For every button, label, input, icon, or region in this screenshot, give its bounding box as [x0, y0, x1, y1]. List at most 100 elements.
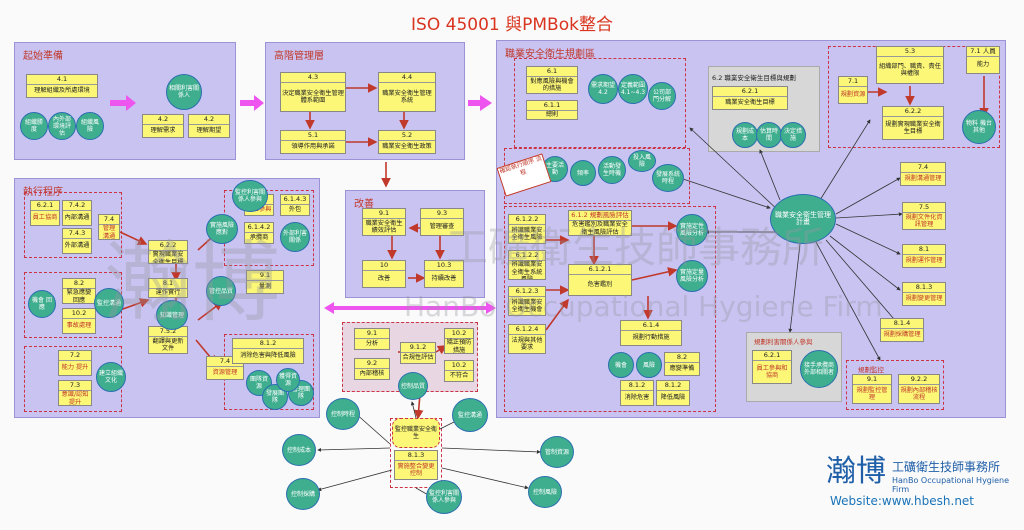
website-link[interactable]: Website:www.hbesh.net [830, 494, 975, 508]
company-logo: 瀚博 工礦衛生技師事務所 HanBo Occupational Hygiene … [826, 454, 1016, 494]
circle-main-plan: 職業安全衛生管理計畫 [770, 194, 836, 244]
circle-risk-response: 實施風險應對 [206, 214, 238, 244]
circle-cost: 規劃成本 [732, 122, 758, 148]
stakeholder-title: 規劃利害關係人參與 [754, 338, 813, 346]
panel-initiating-title: 起始準備 [23, 51, 63, 62]
circle-acquire: 獲得資源 [276, 368, 300, 392]
circle-monitor-participation: 監控利害關係人參與 [426, 480, 462, 514]
circle-risk: 組織風險 [76, 112, 104, 140]
circle-knowledge: 知識管理 [156, 300, 188, 330]
diagram-title: ISO 45001 與PMBok整合 [411, 15, 613, 35]
panel-improvement-title: 改善 [354, 199, 374, 210]
circle-quality: 管控品質 [206, 276, 236, 306]
panel-executive-title: 高階管理層 [274, 51, 324, 62]
circle-dept: 公司部門分解 [648, 82, 676, 110]
circle-qualitative: 實施定性風險分析 [676, 214, 708, 246]
dash-monitor [846, 360, 944, 410]
circle-input-risk: 投入風險 [628, 150, 656, 172]
circle-quantitative: 實施定量風險分析 [676, 260, 708, 292]
dash-risk-opp [514, 58, 686, 148]
dash-exec-left [24, 192, 122, 258]
circle-opportunity-response: 機會 回應 [28, 290, 56, 318]
circle-scope: 定義範圍 4.1~4.3 [618, 74, 648, 104]
logo-mark: 瀚博 [826, 454, 886, 489]
circle-monitor-communication: 監控溝通 [452, 398, 488, 432]
dash-riskassess [504, 206, 716, 412]
circle-monitor-comm: 監控溝通 [94, 288, 124, 318]
circle-time: 估算時間 [756, 122, 782, 148]
circle-stakeholder: 相關利害關係人 [166, 74, 202, 110]
logo-name-cn: 工礦衛生技師事務所 [892, 460, 1001, 474]
circle-activity-time: 活動發生時機 [598, 156, 626, 184]
circle-control-quality: 控制品質 [398, 372, 428, 400]
circle-external: 外部利害關係 [280, 222, 310, 252]
circle-schedule: 發展系統時程 [652, 164, 684, 192]
circle-frequency: 頻率 [570, 160, 596, 186]
panel-planning-title: 職業安全衛生規劃區 [505, 49, 595, 60]
logo-name-en: HanBo Occupational Hygiene Firm [892, 476, 1010, 494]
circle-control-resource: 管制資源 [540, 436, 574, 468]
circle-culture: 建立組織文化 [96, 362, 126, 392]
box-7-1-people: 7.1 人員能力 [966, 46, 1000, 74]
objective-title: 6.2 職業安全衛生目標與規劃 [712, 74, 796, 82]
circle-risk-item: 風險 [636, 352, 662, 378]
circle-org: 組織勝度 [20, 112, 48, 140]
circle-control-schedule: 控制時程 [326, 398, 360, 430]
circle-env: 內外部環境評估 [48, 112, 76, 140]
circle-decide: 決定措施 [780, 122, 806, 148]
monitor-title: 規劃監控 [858, 366, 884, 374]
box-6-1-2: 6.1.2 規劃風險評估危害鑑別及職業安全衛生風險評估 [568, 210, 632, 236]
circle-monitor-ohs: 監控職業安全衛生 [392, 418, 440, 448]
circle-monitor-stakeholder: 監控利害關係人參與 [232, 180, 268, 212]
circle-needs: 需求期望 4.2 [588, 74, 618, 104]
circle-materials: 物料 機台 其他 [962, 110, 996, 144]
